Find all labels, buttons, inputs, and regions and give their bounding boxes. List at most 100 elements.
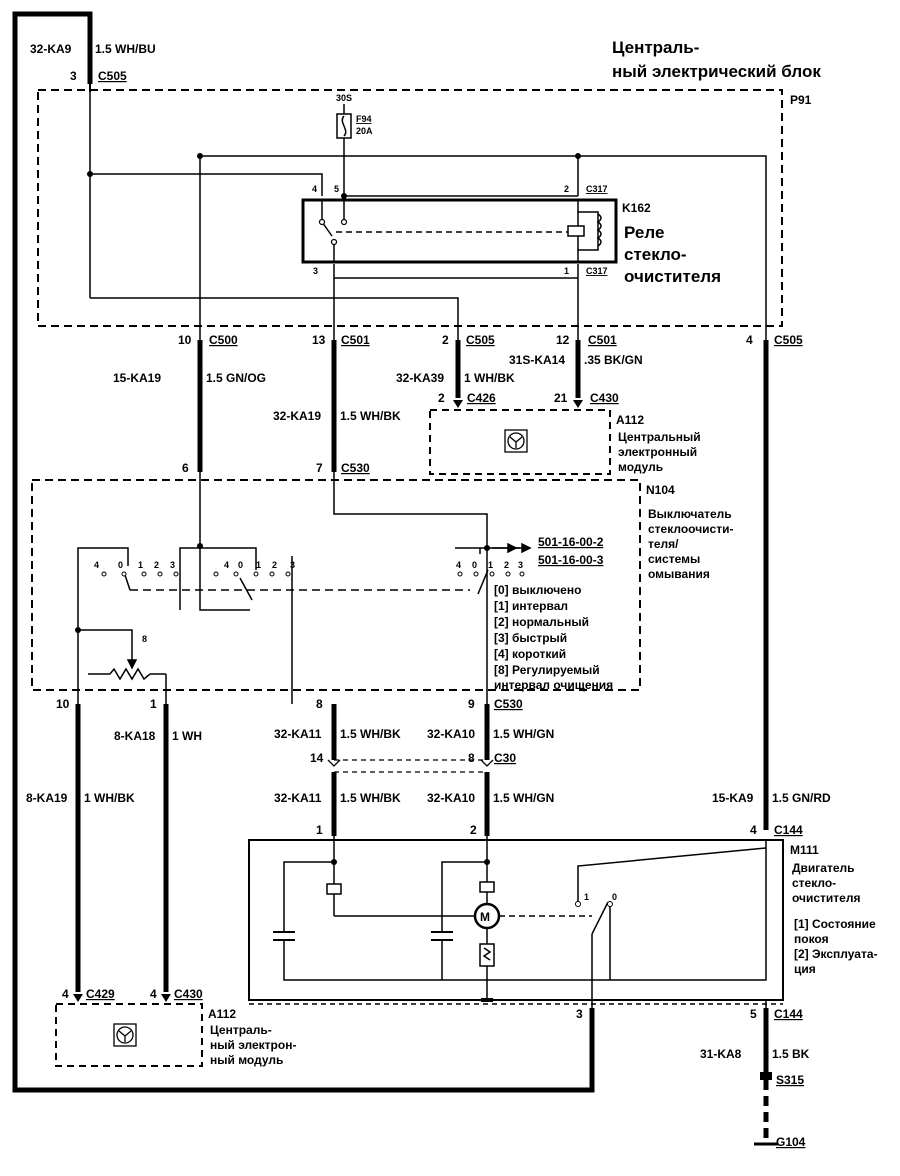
svg-text:3: 3 [518,560,523,570]
svg-text:2: 2 [154,560,159,570]
switch-legend: [0] выключено [1] интервал [2] нормальны… [494,583,613,692]
svg-text:2: 2 [504,560,509,570]
fuse-f94 [336,104,352,196]
relay-k162-box [301,198,618,264]
gem-top-name3: модуль [618,460,663,474]
c30-pin8: 8 [468,751,475,765]
top-wire-connector: C505 [98,69,127,83]
top-wire-spec: 1.5 WH/BU [95,42,156,56]
wire-15ka19-spec: 1.5 GN/OG [206,371,266,385]
gem-bottom-id: A112 [208,1007,236,1021]
gem-bottom-conn-a: C429 [86,987,115,1001]
svg-text:0: 0 [118,560,123,570]
motor-pin3: 3 [576,1007,583,1021]
splice-marker [760,1072,772,1080]
gem-top-id: A112 [616,413,644,427]
relay-pin4: 4 [312,184,317,194]
c30-connector [327,759,494,773]
svg-text:[3] быстрый: [3] быстрый [494,631,567,645]
relay-pin3: 3 [313,266,318,276]
gem-top-name1: Центральный [618,430,701,444]
wire-8ka18-spec: 1 WH [172,729,202,743]
motor-box [248,839,784,1001]
switch-ref1: 501-16-00-2 [538,535,604,549]
relay-conn2: C317 [586,184,608,194]
wire-32ka11a-spec: 1.5 WH/BK [340,727,401,741]
svg-text:[2] нормальный: [2] нормальный [494,615,589,629]
switch-internal-wiring [77,472,520,704]
wire-32ka10b-id: 32-KA10 [427,791,475,805]
motor-switch-contacts [575,901,613,907]
switch-name-2: стеклоочисти- [648,522,733,536]
c30-pin14: 14 [310,751,324,765]
svg-text:4: 4 [456,560,461,570]
top-wire-pin: 3 [70,69,77,83]
variable-resistor [109,644,151,681]
motor-pin5: 5 [750,1007,757,1021]
switch-name-3: теля/ [648,537,679,551]
switch-out-pin1: 1 [150,697,157,711]
switch-out-pin10: 10 [56,697,70,711]
wire-8ka19-spec: 1 WH/BK [84,791,135,805]
wire-32ka11b-spec: 1.5 WH/BK [340,791,401,805]
motor-id: M111 [790,843,819,857]
cej-out-pin-2: 2 [442,333,449,347]
cej-out-conn-c501a: C501 [341,333,370,347]
gem-top-name2: электронный [618,445,697,459]
cej-internal-wiring [89,92,767,340]
motor-name-3: очистителя [792,891,860,905]
wire-32ka19-spec: 1.5 WH/BK [340,409,401,423]
switch-box [31,479,641,691]
mid-arrows [453,400,583,408]
switch-positions-b: 4 0 1 2 3 [224,560,295,570]
motor-conn-in: C144 [774,823,803,837]
svg-text:[0] выключено: [0] выключено [494,583,581,597]
motor-pin4: 4 [750,823,757,837]
motor-symbol: M [480,910,490,924]
mid-thick-wires [197,340,769,830]
switch-ref2: 501-16-00-3 [538,553,604,567]
top-wire-id: 32-KA9 [30,42,72,56]
svg-text:1: 1 [256,560,261,570]
gem-top-pin-b: 21 [554,391,568,405]
switch-pin7: 7 [316,461,323,475]
relay-conn1: C317 [586,266,608,276]
motor-legend-4: ция [794,962,816,976]
relay-name-line3: очистителя [624,267,721,286]
c30-conn: C30 [494,751,516,765]
svg-text:4: 4 [94,560,99,570]
wire-32ka11b-id: 32-KA11 [274,791,322,805]
switch-out-conn: C530 [494,697,523,711]
switch-junction-dots [75,543,490,633]
wire-32ka11a-id: 32-KA11 [274,727,322,741]
svg-text:4: 4 [224,560,229,570]
switch-out-pin9: 9 [468,697,475,711]
ground-point: G104 [776,1135,806,1149]
svg-text:интервал очищения: интервал очищения [494,678,613,692]
cej-out-pin-13: 13 [312,333,326,347]
relay-pin5: 5 [334,184,339,194]
motor-dots [331,859,493,1002]
motor-legend-3: [2] Эксплуата- [794,947,878,961]
ground-splice: S315 [776,1073,804,1087]
switch-positions-a: 4 0 1 2 3 [94,560,175,570]
svg-text:2: 2 [272,560,277,570]
switch-id: N104 [646,483,675,497]
supply-loop-wire [12,11,595,1093]
gem-bottom-icon [113,1023,137,1047]
wire-15ka9-spec: 1.5 GN/RD [772,791,831,805]
wire-8ka19-id: 8-KA19 [26,791,68,805]
svg-text:1: 1 [488,560,493,570]
wire-31ska14-id: 31S-KA14 [509,353,565,367]
cej-out-conn-c500: C500 [209,333,238,347]
switch-positions-c: 4 0 1 2 3 [456,560,523,570]
cej-box [37,89,783,327]
motor-name-2: стекло- [792,876,836,890]
motor-sw0: 0 [612,892,617,902]
gem-top-box [429,409,611,475]
wire-32ka39-spec: 1 WH/BK [464,371,515,385]
cej-out-conn-c505a: C505 [466,333,495,347]
svg-text:0: 0 [238,560,243,570]
cej-out-pin-12: 12 [556,333,570,347]
